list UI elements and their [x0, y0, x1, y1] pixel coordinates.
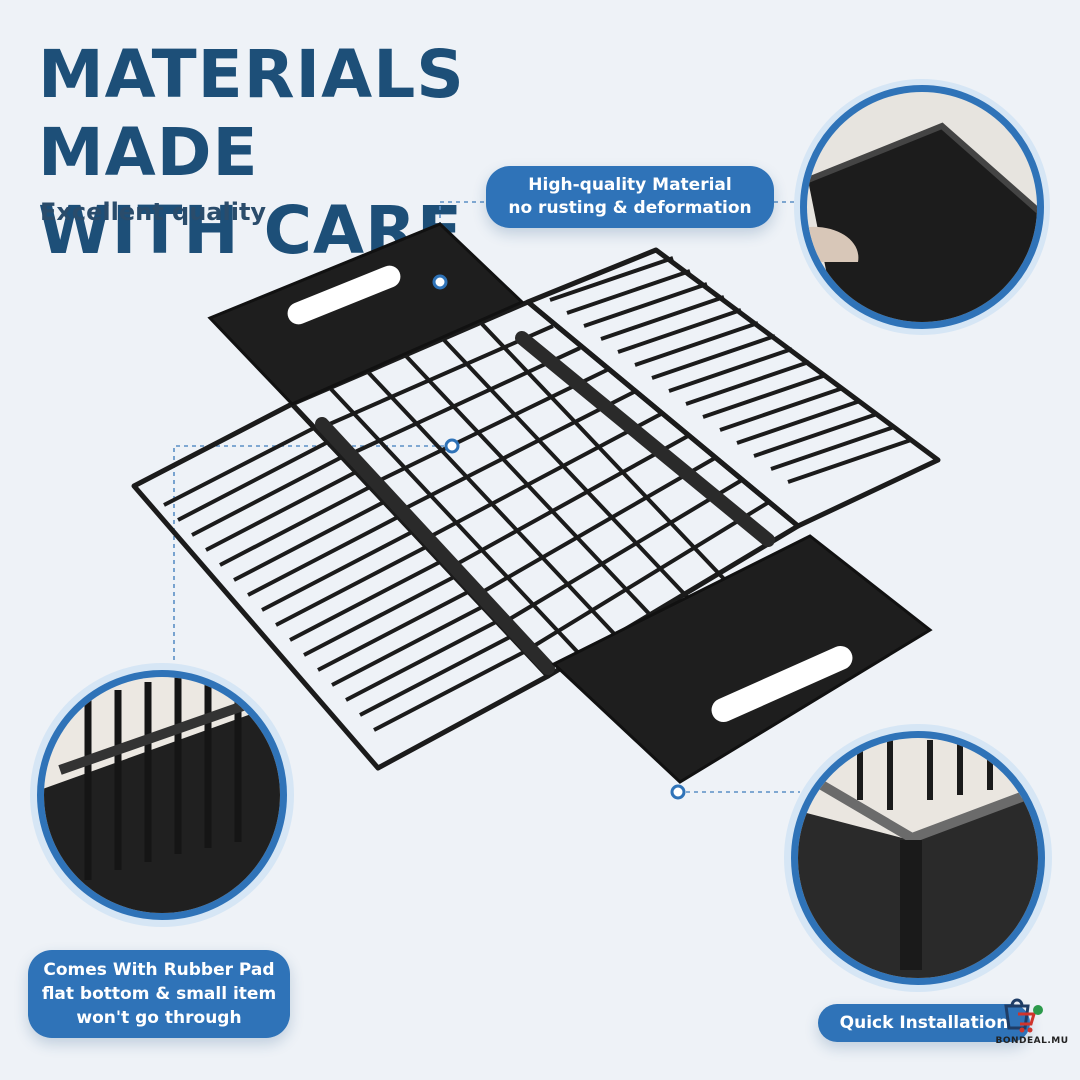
- zoom-circle-material: [794, 79, 1050, 335]
- installation-callout: Quick Installation: [818, 1004, 1030, 1042]
- subtitle: Excellent quality: [40, 198, 267, 226]
- rubber-pad-line-3: won't go through: [76, 1008, 242, 1028]
- zoom-circle-installation: [784, 724, 1052, 992]
- installation-label: Quick Installation: [839, 1013, 1009, 1033]
- top-rubber-pad: [207, 222, 525, 406]
- material-callout-line-1: High-quality Material: [528, 175, 732, 195]
- material-callout: High-quality Material no rusting & defor…: [486, 166, 774, 228]
- watermark-text: BONDEAL.MU: [995, 1036, 1069, 1046]
- material-callout-line-2: no rusting & deformation: [508, 198, 752, 218]
- bottom-rubber-pad: [551, 534, 933, 784]
- brand-logo-icon: [1004, 998, 1043, 1033]
- rubber-pad-line-2: flat bottom & small item: [41, 984, 277, 1004]
- callout-dots: [432, 274, 686, 800]
- zoom-circle-rubber-pad: [30, 663, 294, 927]
- title-line-1: MATERIALS MADE: [38, 36, 465, 191]
- rubber-pad-line-1: Comes With Rubber Pad: [43, 960, 275, 980]
- rubber-pad-callout: Comes With Rubber Pad flat bottom & smal…: [28, 950, 290, 1038]
- side-rails: [315, 331, 775, 675]
